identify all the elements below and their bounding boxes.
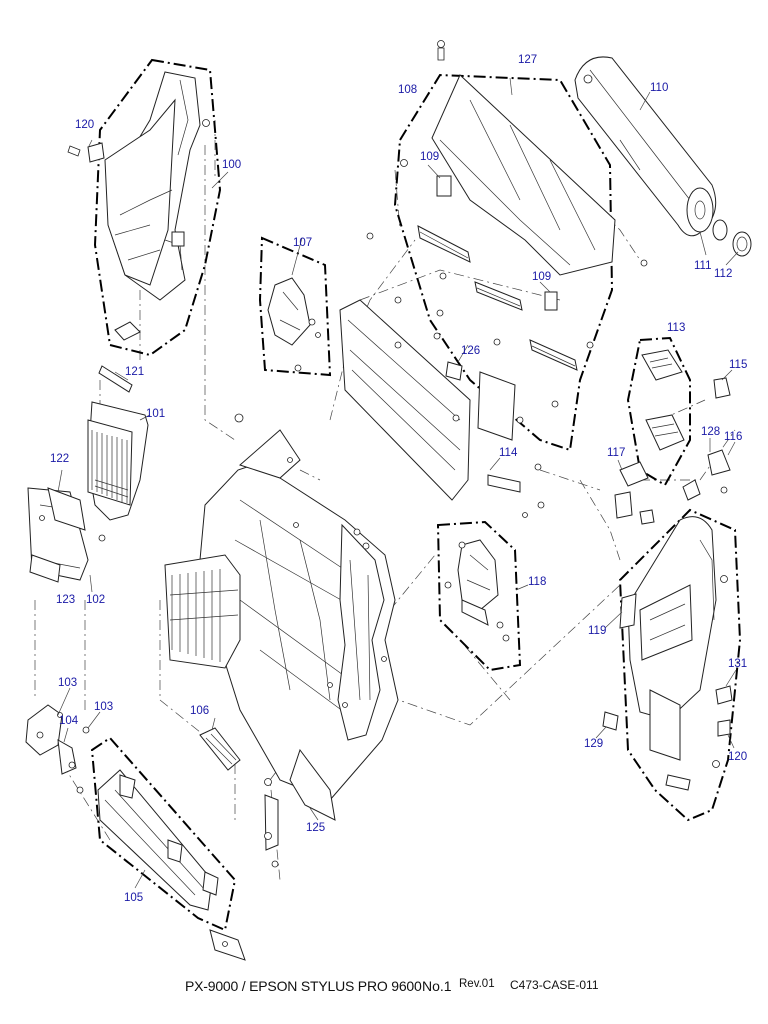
- callout-117: 117: [607, 447, 625, 459]
- footer-revision: Rev.01: [459, 978, 495, 990]
- callout-113: 113: [667, 322, 685, 334]
- callout-106: 106: [190, 705, 209, 717]
- part-107-bracket: [258, 236, 332, 377]
- callout-101: 101: [146, 408, 165, 420]
- callout-114: 114: [499, 447, 518, 459]
- part-105-lower-cover: [90, 736, 246, 961]
- callout-104: 104: [59, 715, 79, 727]
- callout-107: 107: [293, 237, 312, 249]
- callout-100: 100: [222, 159, 241, 171]
- part-119-right-cover: [602, 508, 742, 822]
- part-106-tray: [199, 727, 241, 771]
- callout-123: 123: [56, 594, 75, 606]
- callout-125: 125: [306, 822, 325, 834]
- callout-127: 127: [518, 54, 537, 66]
- callout-120: 120: [728, 751, 747, 763]
- callout-110: 110: [650, 82, 668, 94]
- callout-116: 116: [724, 431, 742, 443]
- cartridge-holder: [164, 554, 241, 669]
- part-100-left-cover: [67, 58, 222, 357]
- callout-119: 119: [588, 625, 606, 637]
- center-rear-frame: [339, 296, 545, 518]
- callout-108: 108: [398, 84, 417, 96]
- callout-128: 128: [701, 426, 720, 438]
- callout-112: 112: [714, 268, 732, 280]
- callout-126: 126: [461, 345, 480, 357]
- callout-105: 105: [124, 892, 143, 904]
- callout-122: 122: [50, 453, 69, 465]
- callout-102: 102: [86, 594, 105, 606]
- document-footer: PX-9000 / EPSON STYLUS PRO 9600 No.1 Rev…: [0, 972, 768, 1002]
- callout-109: 109: [532, 271, 551, 283]
- part-101-panel: [27, 365, 149, 583]
- part-113-control-panel: [614, 336, 731, 525]
- callout-131: 131: [728, 658, 747, 670]
- callout-103: 103: [94, 701, 113, 713]
- main-frame: [199, 413, 399, 868]
- footer-model: PX-9000 / EPSON STYLUS PRO 9600: [185, 978, 422, 994]
- callout-121: 121: [125, 366, 144, 378]
- footer-code: C473-CASE-011: [510, 978, 599, 992]
- part-108-rear-cover: [366, 40, 648, 452]
- callout-115: 115: [729, 359, 747, 371]
- part-110-roll-tube: [574, 56, 752, 257]
- callout-103: 103: [58, 677, 77, 689]
- part-118-gear-assembly: [436, 520, 522, 672]
- callout-118: 118: [528, 576, 546, 588]
- callout-labels: 100 101 102 103 103 104 105 106 107 108 …: [50, 54, 747, 904]
- callout-129: 129: [584, 738, 603, 750]
- callout-leaders: [57, 91, 739, 889]
- callout-120: 120: [75, 119, 94, 131]
- footer-number: No.1: [422, 978, 452, 994]
- part-103-104-brackets: [25, 704, 90, 794]
- callout-109: 109: [420, 151, 439, 163]
- callout-111: 111: [694, 260, 711, 272]
